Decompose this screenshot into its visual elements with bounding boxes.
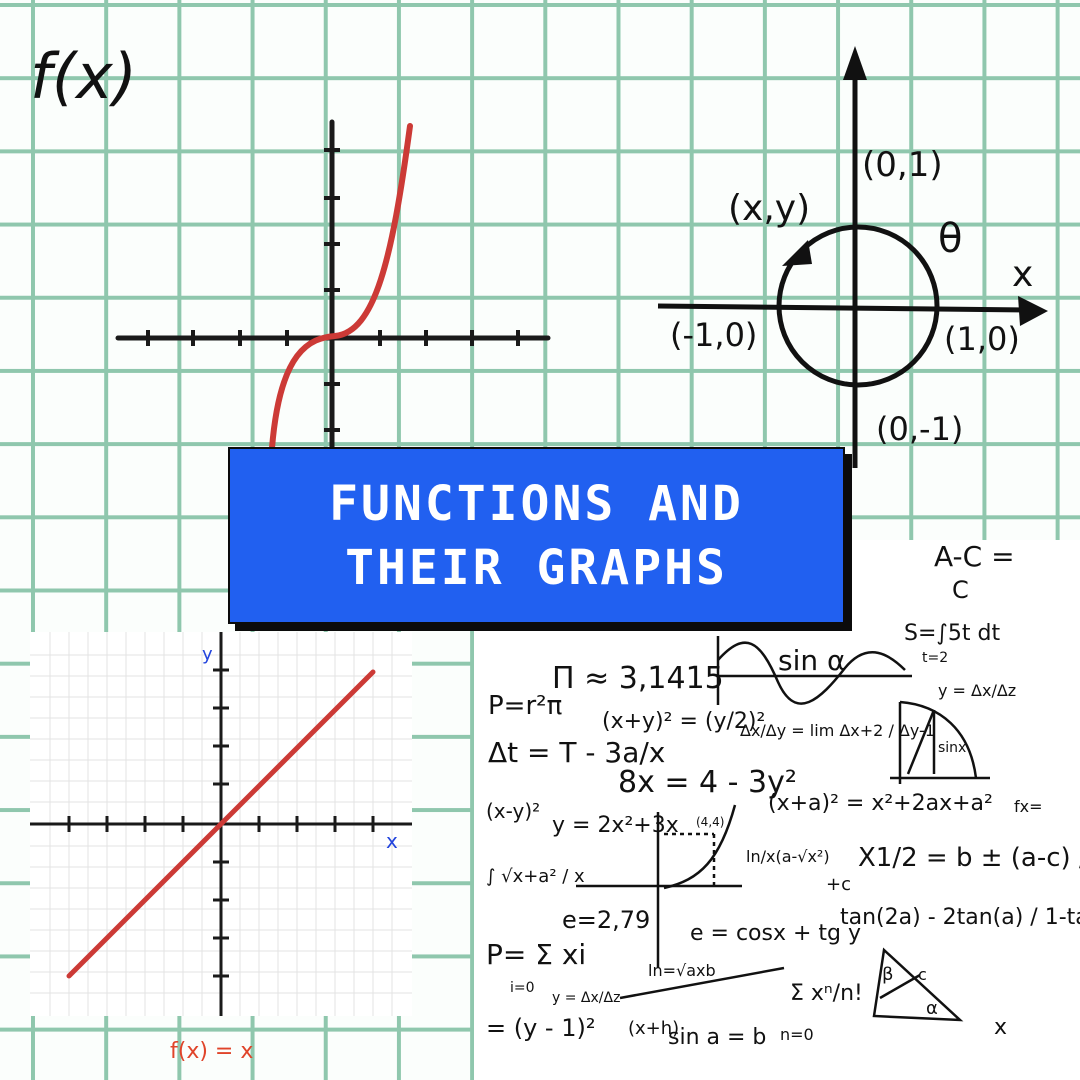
svg-text:P=r²π: P=r²π [488, 691, 562, 721]
svg-text:8x = 4 - 3y²: 8x = 4 - 3y² [618, 765, 797, 800]
svg-text:Σ xⁿ/n!: Σ xⁿ/n! [790, 981, 863, 1006]
svg-text:α: α [926, 998, 938, 1019]
unit-label-top: (0,1) [862, 145, 943, 185]
linear-y-ticks [213, 668, 229, 978]
linear-label-x: x [386, 829, 398, 853]
svg-text:x: x [994, 1015, 1007, 1040]
title-banner: FUNCTIONS AND THEIR GRAPHS [228, 447, 845, 624]
unit-label-bottom: (0,-1) [876, 410, 963, 448]
cubic-graph [115, 119, 551, 473]
svg-text:P= Σ xi: P= Σ xi [486, 938, 586, 971]
formula-sketches [576, 636, 990, 1022]
unit-circle-arrow [782, 240, 812, 266]
unit-x-arrow [1018, 296, 1048, 326]
linear-line [66, 669, 376, 979]
svg-text:t=2: t=2 [922, 650, 948, 666]
svg-text:(x+h): (x+h) [628, 1018, 679, 1039]
svg-text:i=0: i=0 [510, 980, 535, 996]
svg-text:fx=: fx= [1014, 797, 1043, 816]
unit-label-right: (1,0) [944, 320, 1020, 358]
svg-text:n=0: n=0 [780, 1025, 814, 1044]
unit-y-arrow [843, 46, 867, 80]
svg-text:C: C [952, 576, 969, 604]
banner-title-line-2: THEIR GRAPHS [345, 539, 728, 596]
svg-text:sin a = b: sin a = b [668, 1025, 766, 1050]
svg-text:y = Δx/Δz: y = Δx/Δz [938, 681, 1016, 700]
svg-text:= (y - 1)²: = (y - 1)² [486, 1014, 595, 1042]
svg-text:tan(2a) - 2tan(a) / 1-tan²(a): tan(2a) - 2tan(a) / 1-tan²(a) [840, 905, 1080, 930]
svg-text:A-C =: A-C = [934, 540, 1015, 573]
svg-text:(x+y)² = (y/2)²: (x+y)² = (y/2)² [602, 709, 765, 734]
unit-x-axis [657, 303, 1031, 313]
unit-label-theta: θ [938, 216, 962, 262]
svg-text:c: c [918, 965, 927, 984]
linear-x-ticks [67, 816, 375, 832]
cubic-y-ticks [324, 148, 340, 432]
cubic-x-ticks [146, 330, 520, 346]
svg-text:Δx/Δy = lim Δx+2 / Δy-1: Δx/Δy = lim Δx+2 / Δy-1 [740, 721, 935, 740]
unit-label-x: x [1012, 254, 1033, 295]
svg-text:S=∫5t dt: S=∫5t dt [904, 621, 1000, 646]
unit-circle [776, 224, 940, 388]
formula-texts: A-C = C S=∫5t dt t=2 Π ≈ 3,1415 sin α y … [486, 540, 1080, 1050]
svg-text:e=2,79: e=2,79 [562, 906, 650, 934]
banner-title-line-1: FUNCTIONS AND [329, 475, 744, 532]
svg-text:(x+a)² = x²+2ax+a²: (x+a)² = x²+2ax+a² [768, 791, 993, 816]
svg-text:ln/x(a-√x²): ln/x(a-√x²) [746, 847, 830, 866]
svg-text:β: β [882, 964, 894, 985]
unit-label-left: (-1,0) [670, 316, 757, 354]
svg-text:sin α: sin α [778, 644, 845, 677]
banner-title: FUNCTIONS AND THEIR GRAPHS [329, 472, 744, 600]
svg-text:y = 2x²+3x: y = 2x²+3x [552, 813, 679, 838]
svg-text:Π ≈ 3,1415: Π ≈ 3,1415 [552, 661, 724, 696]
svg-text:sinx: sinx [938, 740, 966, 756]
svg-text:∫ √x+a² / x: ∫ √x+a² / x [486, 866, 585, 887]
svg-text:y = Δx/Δz: y = Δx/Δz [552, 990, 620, 1006]
svg-text:ln=√axb: ln=√axb [648, 961, 716, 980]
svg-text:(x-y)²: (x-y)² [486, 799, 540, 823]
unit-circle-diagram: (0,1) (x,y) θ x (-1,0) (1,0) (0,-1) [657, 46, 1048, 468]
linear-label-y: y [202, 644, 213, 665]
cubic-curve [269, 123, 413, 451]
svg-text:(4,4): (4,4) [696, 815, 724, 829]
svg-text:X1/2 = b ± (a-c) / √2a: X1/2 = b ± (a-c) / √2a [858, 843, 1080, 873]
svg-text:Δt = T - 3a/x: Δt = T - 3a/x [488, 736, 665, 769]
fx-label: f(x) [30, 40, 137, 113]
svg-text:e = cosx + tg y: e = cosx + tg y [690, 921, 861, 946]
svg-text:+c: +c [826, 874, 851, 895]
unit-label-xy: (x,y) [728, 188, 810, 229]
linear-graph: y x f(x) = x [30, 632, 412, 1064]
linear-caption: f(x) = x [170, 1039, 253, 1064]
